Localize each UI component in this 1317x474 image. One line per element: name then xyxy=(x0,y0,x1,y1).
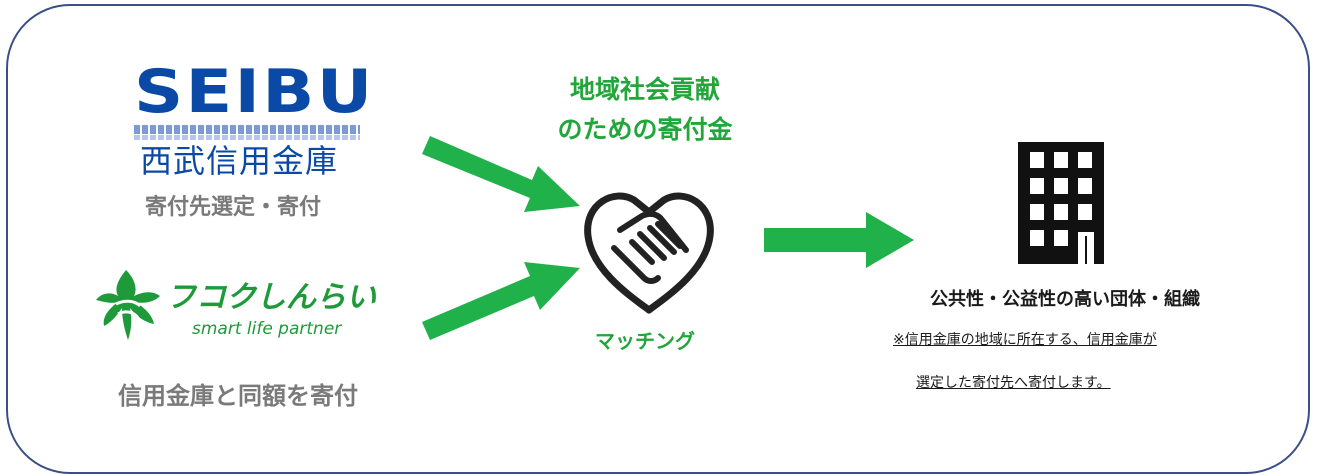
seibu-logo-stripe-light xyxy=(134,135,360,140)
recipient-title: 公共性・公益性の高い団体・組織 xyxy=(930,289,1200,310)
donation-title-line2: のための寄付金 xyxy=(557,115,733,144)
fukoku-logo: フコクしんらい smart life partner xyxy=(88,266,376,351)
arrow-to-recipient xyxy=(764,212,914,268)
handshake-heart-icon xyxy=(584,192,714,314)
seibu-logo: SEIBU 西武信用金庫 xyxy=(134,62,372,182)
fukoku-logo-tagline: smart life partner xyxy=(192,319,342,339)
seibu-logo-stripe xyxy=(134,125,360,134)
matching-label: マッチング xyxy=(595,329,695,353)
seibu-logo-word: SEIBU xyxy=(134,57,375,127)
fukoku-leaf-emblem-icon xyxy=(96,270,160,340)
donation-title-line1: 地域社会貢献 xyxy=(569,75,720,104)
recipient-note-line2: 選定した寄付先へ寄付します。 xyxy=(916,375,1111,391)
recipient-note-line1: ※信用金庫の地域に所在する、信用金庫が xyxy=(893,332,1157,348)
arrow-from-seibu xyxy=(422,136,580,212)
fukoku-caption: 信用金庫と同額を寄付 xyxy=(118,382,358,410)
office-building-icon xyxy=(1018,142,1104,264)
seibu-logo-japanese: 西武信用金庫 xyxy=(140,142,339,180)
arrow-from-fukoku xyxy=(422,262,580,340)
seibu-caption: 寄付先選定・寄付 xyxy=(145,195,322,220)
fukoku-logo-word: フコクしんらい xyxy=(166,280,376,315)
